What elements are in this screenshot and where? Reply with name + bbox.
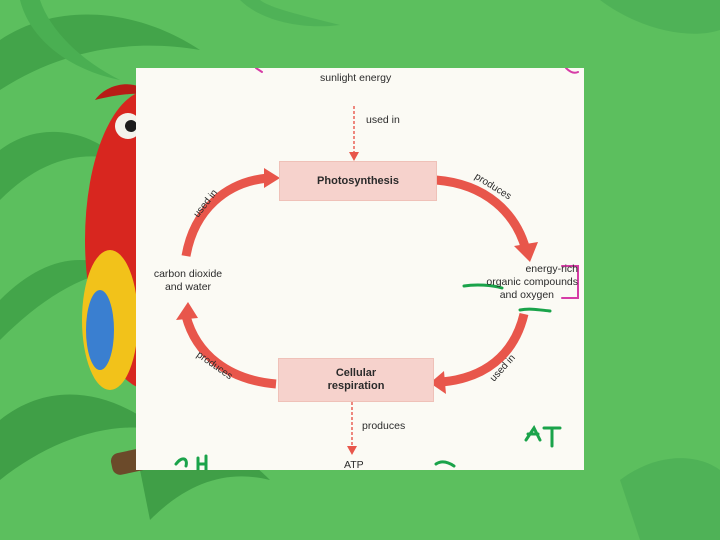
produces-bottom-label: produces bbox=[362, 420, 405, 433]
reactants-label-line1: carbon dioxide bbox=[146, 268, 230, 281]
photosynthesis-respiration-cycle-diagram: produces used in produces used in sunlig… bbox=[136, 68, 584, 470]
reactants-label: carbon dioxide and water bbox=[146, 268, 230, 294]
cellular-respiration-box: Cellular respiration bbox=[278, 358, 434, 402]
photosynthesis-label: Photosynthesis bbox=[317, 175, 399, 188]
products-label-line1: energy-rich bbox=[458, 263, 578, 276]
products-label-line3: and oxygen bbox=[458, 289, 578, 302]
arc-label-produces-bottom-left: produces bbox=[194, 349, 234, 382]
cellular-respiration-label-line1: Cellular bbox=[336, 367, 376, 380]
products-label-line2: organic compounds bbox=[458, 276, 578, 289]
arc-label-used-in-bottom-right: used in bbox=[488, 353, 518, 384]
atp-label: ATP bbox=[344, 459, 364, 470]
arc-label-used-in-top-left: used in bbox=[192, 188, 221, 220]
arc-label-produces-top-right: produces bbox=[472, 171, 513, 202]
products-label: energy-rich organic compounds and oxygen bbox=[458, 263, 578, 302]
cellular-respiration-label-line2: respiration bbox=[328, 380, 385, 393]
used-in-top-label: used in bbox=[366, 114, 400, 127]
photosynthesis-box: Photosynthesis bbox=[279, 161, 437, 201]
reactants-label-line2: and water bbox=[146, 281, 230, 294]
sunlight-energy-label: sunlight energy bbox=[320, 72, 391, 85]
